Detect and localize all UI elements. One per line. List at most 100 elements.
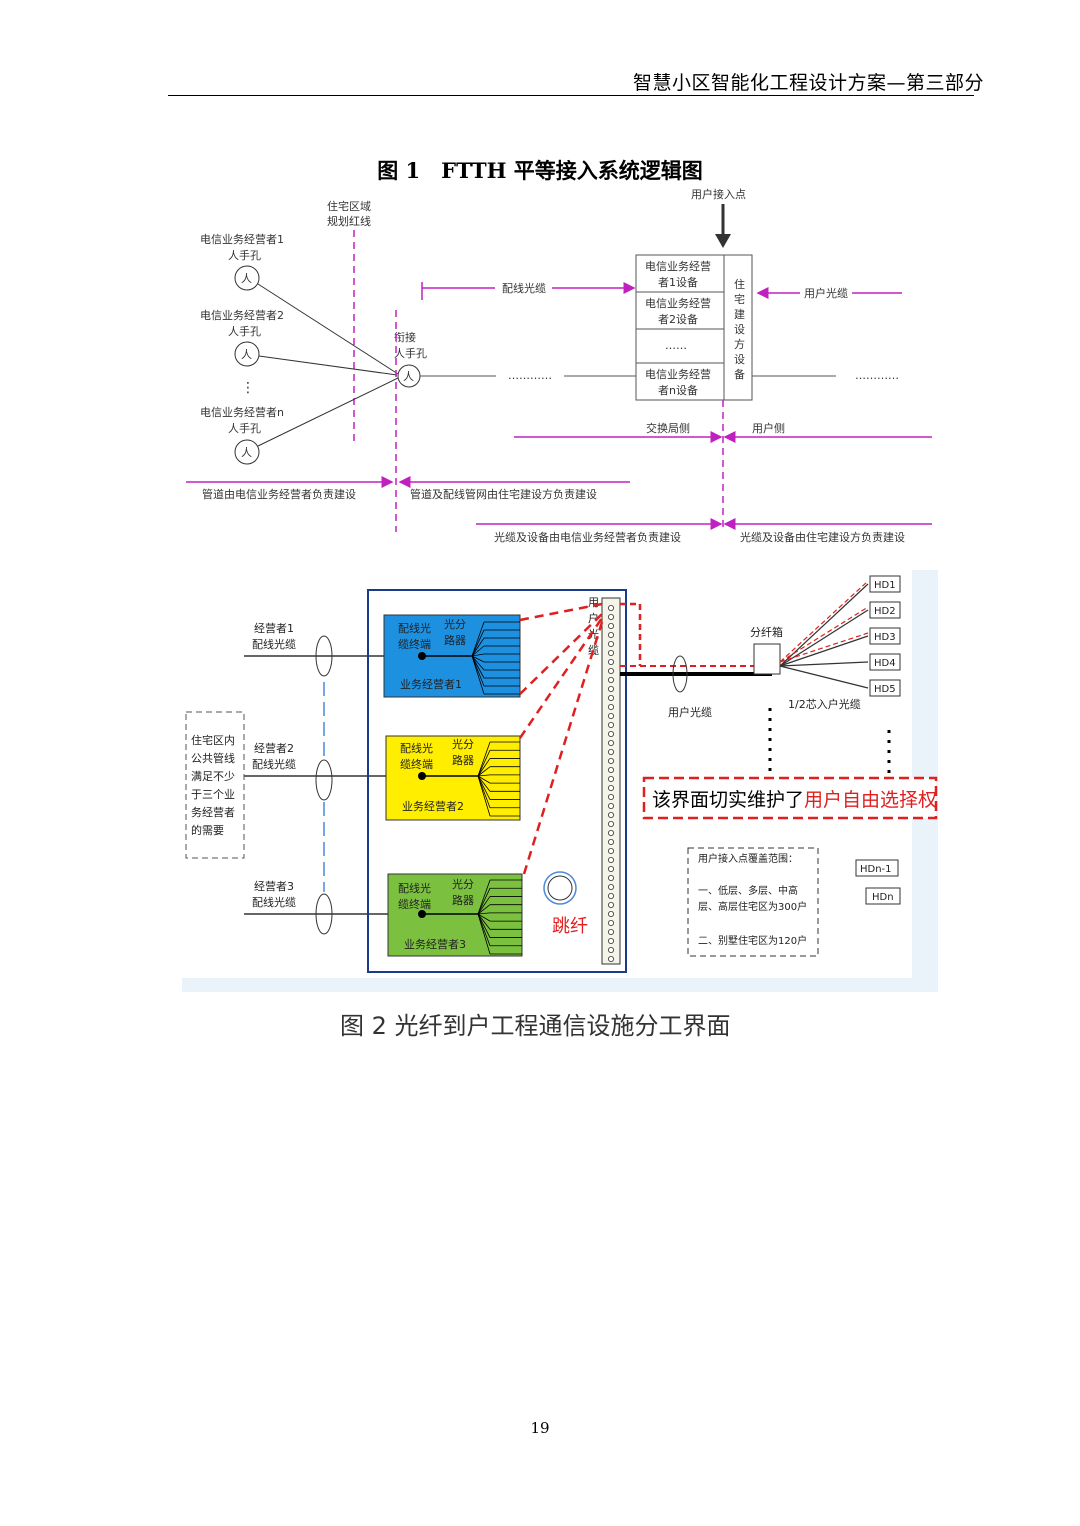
fan-branch — [477, 913, 491, 930]
exchange-side-label: 交换局侧 — [646, 421, 690, 435]
drop-cable-label: 1/2芯入户光缆 — [788, 697, 861, 711]
patch-port — [607, 820, 614, 827]
op3-box-left-1: 配线光 — [398, 881, 431, 895]
red-link-2 — [518, 617, 604, 739]
patch-port — [607, 775, 614, 782]
equipment-box-2 — [635, 291, 725, 330]
page-number: 19 — [530, 1419, 550, 1437]
op3-box-bottom: 业务经营者3 — [404, 937, 466, 951]
fan-branch — [471, 653, 485, 657]
home-box — [869, 575, 901, 593]
home-line — [779, 609, 869, 667]
jump-fiber-label: 跳纤 — [552, 916, 588, 937]
patch-port — [607, 739, 614, 746]
op3-box-right-1: 光分 — [452, 877, 474, 891]
fan-branch — [471, 645, 485, 657]
cable-right-label: 光缆及设备由住宅建设方负责建设 — [740, 530, 905, 544]
op3-label-2: 配线光缆 — [252, 895, 296, 909]
builder-char-3: 建 — [734, 307, 745, 321]
patch-port — [607, 919, 614, 926]
fan-branch — [477, 888, 491, 915]
patch-port — [607, 892, 614, 899]
fan-branch — [477, 750, 491, 777]
builder-char-1: 住 — [734, 277, 745, 291]
planning-line-label-2: 规划红线 — [327, 214, 371, 228]
access-point-label: 用户接入点 — [691, 187, 746, 201]
fan-branch — [477, 913, 491, 955]
fan-branch — [477, 775, 491, 784]
fan-branch — [471, 637, 485, 657]
patch-port — [607, 668, 614, 675]
user-char-2: 户 — [588, 611, 599, 625]
op2-box-bottom: 业务经营者2 — [402, 799, 464, 813]
user-cable-label: 用户光缆 — [804, 286, 848, 300]
banner-black: 该界面切实维护了 — [652, 789, 804, 811]
patch-port — [607, 829, 614, 836]
jump-fiber-loop-inner — [547, 875, 573, 901]
access-point-cabinet — [367, 589, 627, 973]
home-box — [869, 627, 901, 645]
manhole-1 — [234, 265, 260, 291]
manhole-n — [234, 439, 260, 465]
equipment-1-line1: 电信业务经营 — [645, 259, 711, 273]
home-label: HD5 — [874, 684, 896, 695]
splitter-fans — [422, 621, 522, 955]
figure2-diagram: 经营者1 配线光缆 经营者2 配线光缆 经营者3 配线光缆 住宅区内 公共管线 … — [182, 570, 938, 992]
patch-port — [607, 847, 614, 854]
patch-ports — [607, 605, 614, 962]
equipment-box-dots — [635, 328, 725, 364]
patch-port — [607, 650, 614, 657]
splitter-box — [753, 643, 781, 675]
user-side-bg — [748, 422, 794, 436]
home-box-n1 — [855, 859, 899, 877]
op3-box-right-2: 路器 — [452, 894, 474, 907]
planning-line-label-1: 住宅区域 — [327, 199, 371, 213]
banner-red: 用户自由选择权 — [804, 789, 937, 811]
patch-port — [607, 605, 614, 612]
builder-char-6: 设 — [734, 353, 745, 366]
patch-port — [607, 721, 614, 728]
equipment-1-line2: 者1设备 — [658, 275, 698, 289]
fan-branch — [477, 904, 491, 915]
header-rule — [168, 95, 974, 96]
equipment-n-line2: 者n设备 — [658, 383, 698, 397]
home-n1-label: HDn-1 — [860, 864, 892, 875]
home-box — [869, 601, 901, 619]
splitter-label: 分纤箱 — [750, 625, 783, 639]
junction-label-2: 人手孔 — [394, 346, 427, 360]
op3-ellipse — [315, 893, 333, 935]
op1-box-left-1: 配线光 — [398, 621, 431, 635]
patch-port — [607, 928, 614, 935]
op2-box-right-2: 路器 — [452, 754, 474, 767]
fan-branch — [471, 655, 485, 671]
scale-line-3: 二、别墅住宅区为120户 — [698, 934, 807, 947]
operator-n-name: 电信业务经营者n — [200, 405, 284, 419]
home-n-label: HDn — [872, 892, 894, 903]
manhole-n-symbol: 人 — [241, 446, 252, 459]
left-note-box — [185, 711, 245, 859]
home-box-n — [865, 887, 901, 905]
fan-branch — [477, 775, 491, 817]
equipment-dots: …… — [665, 339, 687, 352]
fan-branch — [477, 774, 491, 777]
operator-1-name: 电信业务经营者1 — [200, 232, 284, 246]
equipment-2-line1: 电信业务经营 — [645, 296, 711, 310]
user-cable-ellipse — [672, 655, 688, 693]
operator-box-3: 配线光 缆终端 光分 路器 业务经营者3 — [387, 873, 523, 957]
patch-port — [607, 712, 614, 719]
left-note-1: 住宅区内 — [191, 733, 235, 747]
patch-port — [607, 793, 614, 800]
fan-branch — [471, 655, 485, 663]
user-char-1: 用 — [588, 596, 599, 609]
home-label: HD1 — [874, 580, 896, 591]
figure2-caption: 图 2 光纤到户工程通信设施分工界面 — [340, 1012, 731, 1040]
home-line-red — [779, 580, 869, 663]
left-note-6: 的需要 — [191, 823, 224, 837]
figure1-title: 图 1 FTTH 平等接入系统逻辑图 — [377, 158, 703, 183]
exchange-side-bg — [642, 422, 702, 436]
fan-branch — [477, 913, 491, 938]
link-1 — [257, 283, 399, 375]
patch-port — [607, 659, 614, 666]
patch-port — [607, 632, 614, 639]
figure1-diagram: 住宅区域 规划红线 电信业务经营者1 人手孔 人 电信业务经营者2 人手孔 人 … — [186, 187, 932, 544]
